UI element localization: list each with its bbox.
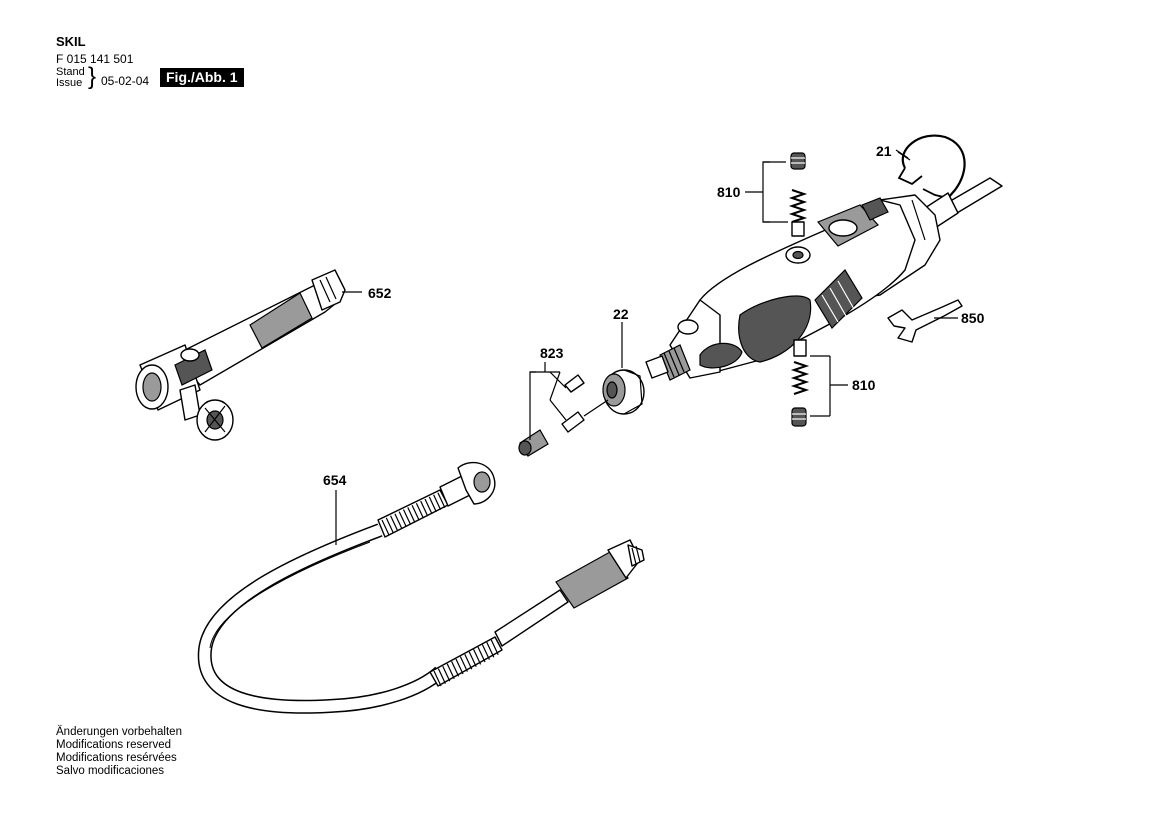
- note-es: Salvo modificaciones: [56, 765, 165, 777]
- ferrule-rib: [468, 651, 477, 668]
- ferrule-rib: [437, 668, 446, 684]
- ferrule-rib: [451, 661, 460, 677]
- document-number: F 015 141 501: [56, 52, 134, 66]
- ferrule-rib: [437, 492, 446, 508]
- ferrule-rib: [398, 511, 407, 527]
- part-823-collets: [518, 371, 609, 457]
- ferrule-rib: [464, 653, 473, 670]
- grip-ribs: [814, 269, 863, 329]
- ferrule-rib: [394, 513, 403, 529]
- part-number-labels: 21 810 652 22 850 823 810 654: [323, 143, 985, 488]
- ferrule-rib: [381, 519, 390, 536]
- ferrule-rib: [411, 505, 420, 521]
- ferrule-rib: [428, 496, 437, 513]
- ferrule-rib: [446, 663, 455, 680]
- issue-label: Issue: [56, 77, 83, 89]
- part-850-wrench: [887, 299, 963, 343]
- ferrule-rib: [415, 502, 424, 519]
- stand-issue-labels: Stand Issue: [56, 67, 85, 89]
- note-de: Änderungen vorbehalten: [56, 726, 182, 738]
- ferrule-ribs-bottom: [433, 639, 499, 687]
- label-810-top: 810: [717, 184, 741, 200]
- ferrule-rib: [385, 517, 394, 534]
- ferrule-rib: [490, 639, 499, 656]
- ferrule-rib: [433, 670, 442, 687]
- ferrule-rib: [420, 500, 429, 517]
- ferrule-rib: [459, 656, 468, 672]
- ferrule-rib: [390, 515, 399, 532]
- ferrule-rib: [481, 644, 490, 660]
- ferrule-rib: [486, 641, 495, 658]
- figure-label: Fig./Abb. 1: [160, 68, 244, 87]
- ferrule-rib: [477, 646, 486, 663]
- modification-notes: Änderungen vorbehalten Modifications res…: [56, 726, 182, 778]
- leader-lines: [335, 149, 958, 545]
- part-654-flexible-shaft: [197, 461, 645, 714]
- ferrule-rib: [402, 509, 412, 525]
- part-810-bottom-brush-spring: [790, 339, 831, 427]
- spindle: [645, 344, 691, 381]
- ferrule-rib: [455, 658, 464, 675]
- note-fr: Modifications resérvées: [56, 752, 177, 764]
- label-21: 21: [876, 143, 892, 159]
- switch-plate: [817, 197, 889, 247]
- ferrule-rib: [442, 665, 451, 682]
- part-22-collet-nut: [602, 369, 645, 415]
- label-823: 823: [540, 345, 564, 361]
- label-810-bottom: 810: [852, 377, 876, 393]
- label-654: 654: [323, 472, 347, 488]
- ferrule-rib: [473, 649, 482, 665]
- note-en: Modifications reserved: [56, 739, 172, 751]
- ferrule-rib: [407, 507, 416, 523]
- rotary-tool-body: [645, 177, 1003, 381]
- part-652-side-handle: [135, 269, 346, 441]
- part-21-hanger-clip: [897, 134, 966, 199]
- brand-name: SKIL: [56, 34, 86, 49]
- issue-date: 05-02-04: [101, 74, 150, 88]
- part-810-top-brush-spring: [762, 152, 808, 237]
- ferrule-ribs-top: [381, 492, 446, 536]
- label-22: 22: [613, 306, 629, 322]
- ferrule-rib: [424, 498, 433, 515]
- stand-label: Stand: [56, 66, 85, 78]
- ferrule-rib: [433, 494, 442, 511]
- label-850: 850: [961, 310, 985, 326]
- brace-icon: }: [88, 63, 97, 90]
- label-652: 652: [368, 285, 392, 301]
